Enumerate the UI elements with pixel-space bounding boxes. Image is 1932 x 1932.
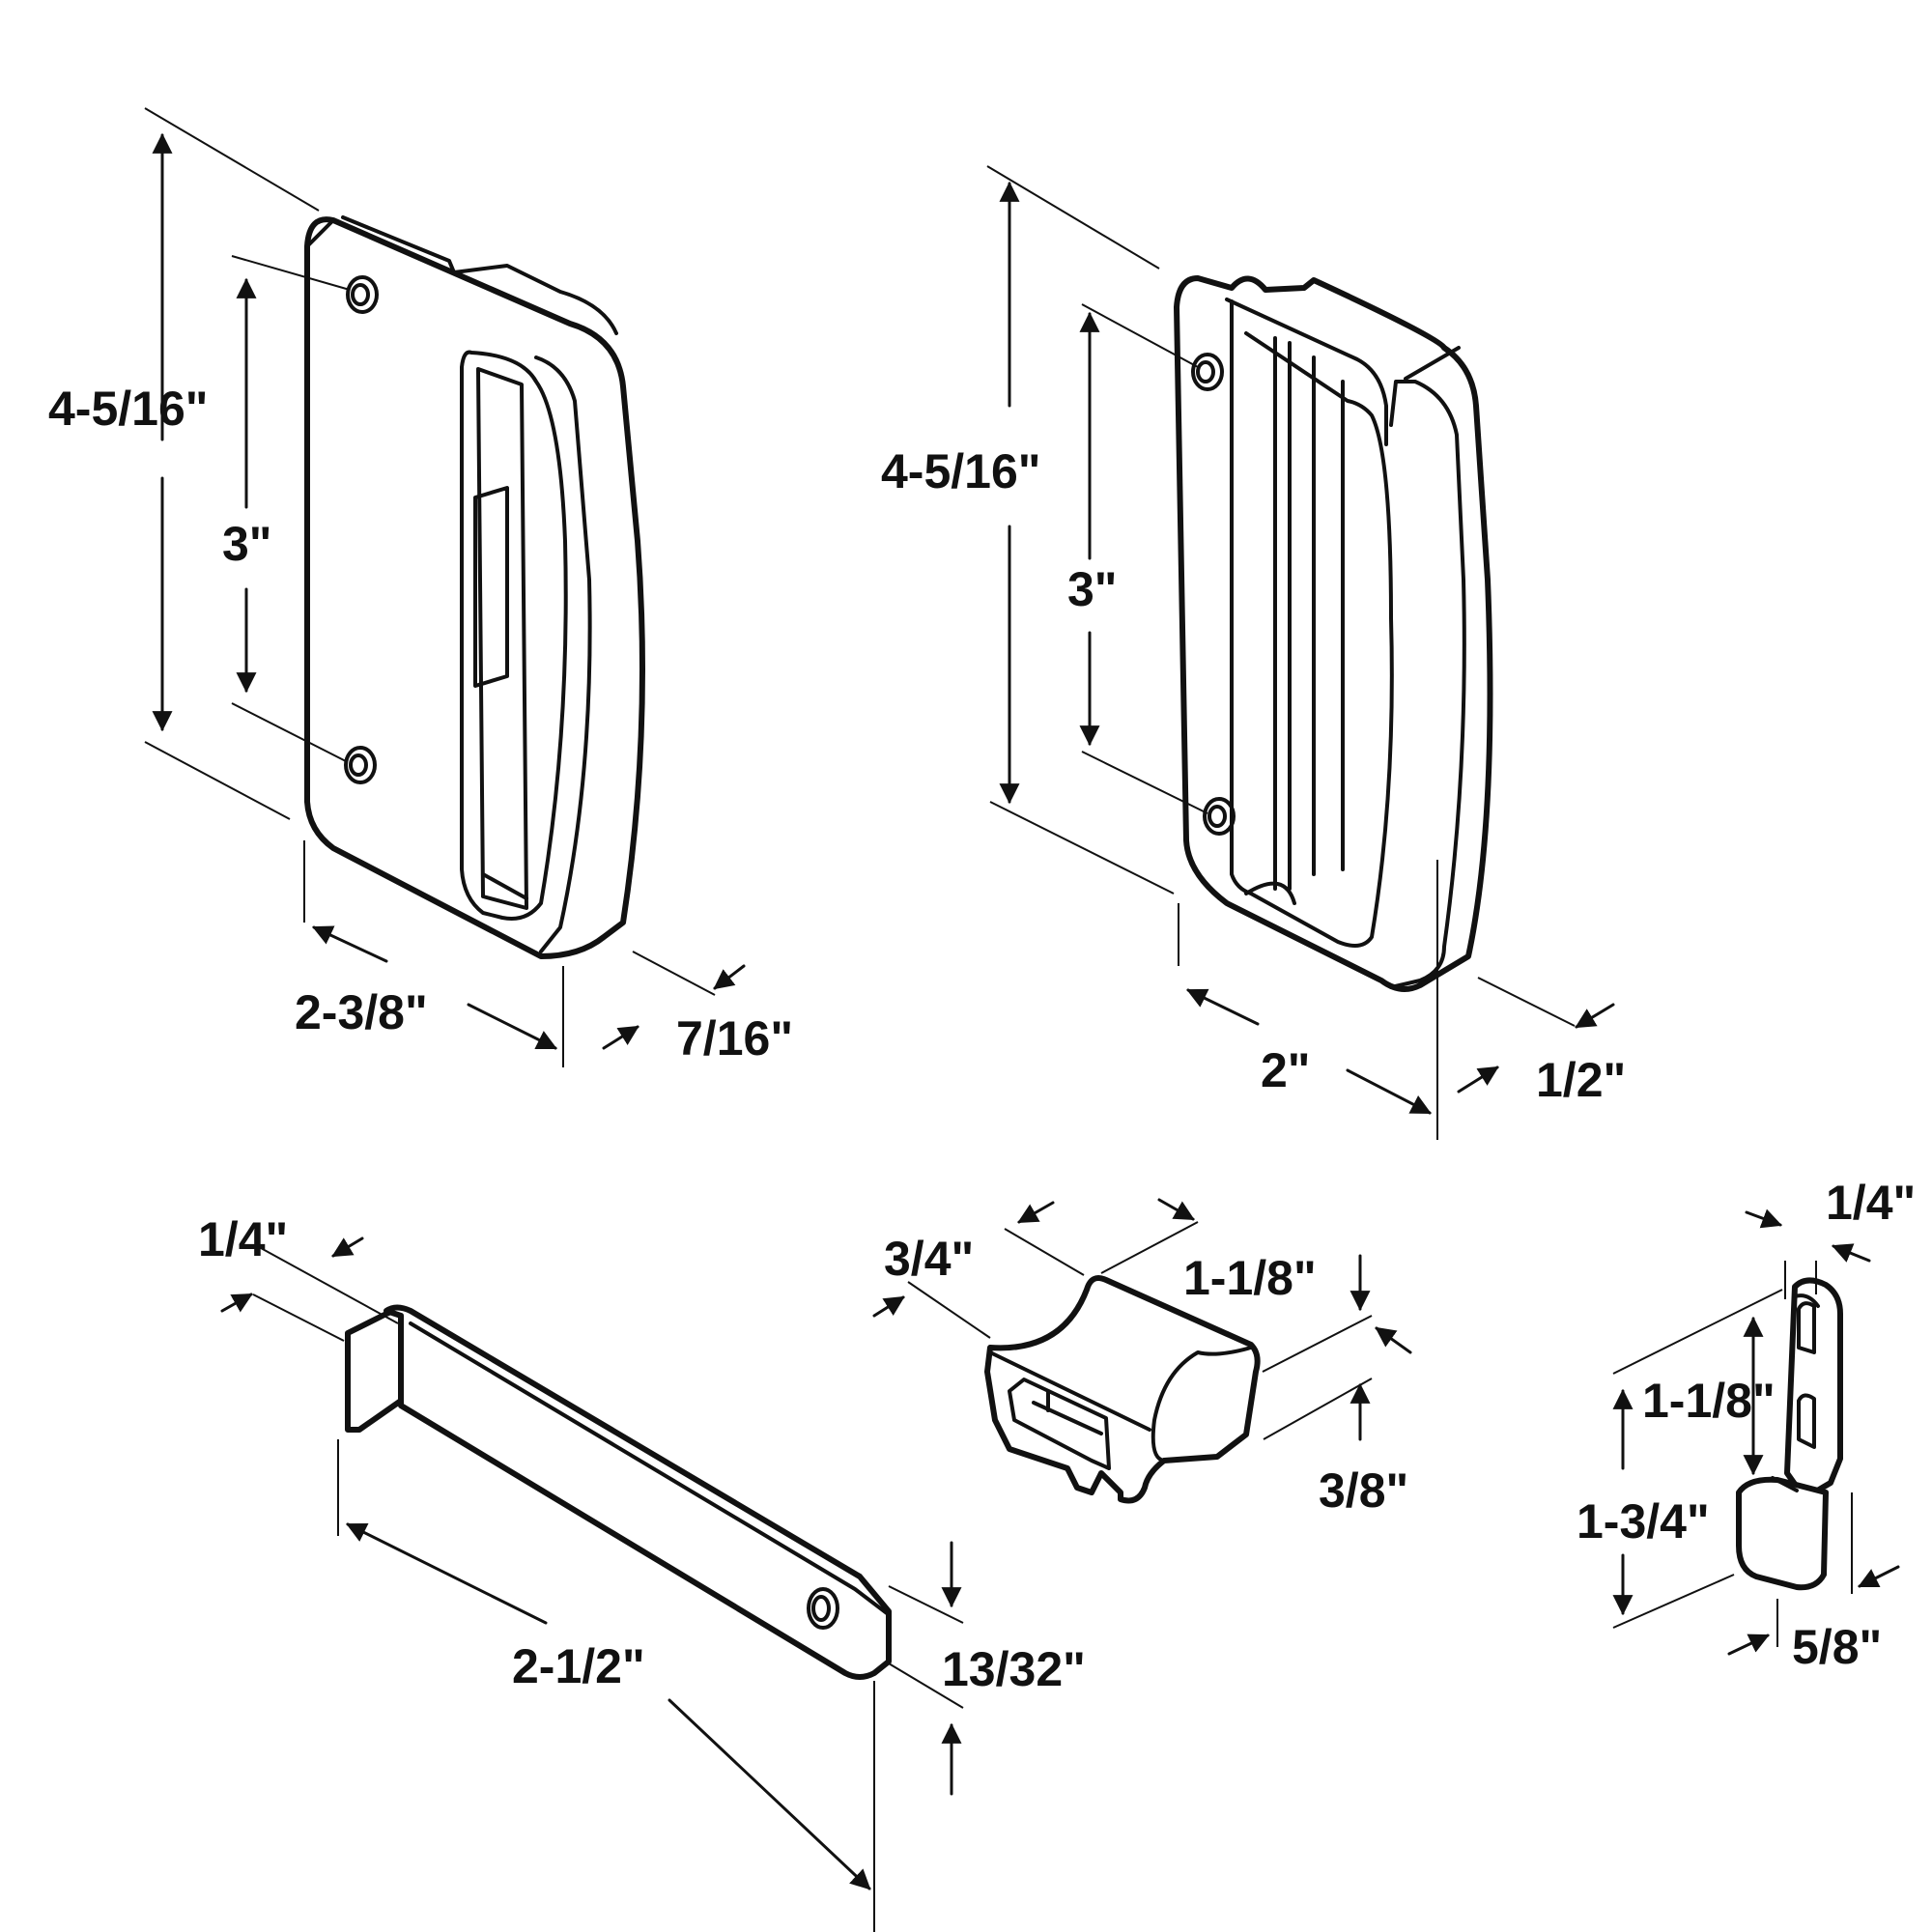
label-strike-depth: 5/8" — [1792, 1620, 1882, 1674]
label-handle-right-width: 2" — [1261, 1043, 1311, 1097]
label-handle-right-depth: 1/2" — [1536, 1053, 1626, 1107]
label-strike-height: 1-3/4" — [1577, 1494, 1710, 1548]
label-handle-right-height: 4-5/16" — [881, 444, 1040, 498]
strike — [1736, 1277, 1843, 1591]
label-keeper-thickness: 1/4" — [198, 1212, 288, 1266]
keeper-bar-dimensions — [220, 1236, 964, 1932]
handle-left — [304, 215, 645, 959]
strike-dimensions — [1612, 1208, 1900, 1656]
label-handle-left-hole-spacing: 3" — [222, 517, 272, 571]
label-keeper-length: 2-1/2" — [512, 1639, 645, 1693]
label-latch-length: 1-1/8" — [1183, 1251, 1317, 1305]
label-handle-left-depth: 7/16" — [676, 1011, 793, 1065]
dimension-labels: 4-5/16" 3" 2-3/8" 7/16" 4-5/16" 3" 2" 1/… — [48, 382, 1916, 1696]
keeper-bar — [345, 1304, 892, 1680]
handle-right-dimensions — [986, 165, 1615, 1140]
latch — [984, 1275, 1261, 1504]
label-handle-right-hole-spacing: 3" — [1067, 562, 1118, 616]
label-latch-width: 3/4" — [884, 1232, 974, 1286]
handle-left-dimensions — [144, 107, 746, 1067]
label-strike-slot-spacing: 1-1/8" — [1642, 1374, 1776, 1428]
handle-right — [1174, 275, 1493, 992]
latch-dimensions — [872, 1198, 1412, 1441]
label-handle-left-width: 2-3/8" — [295, 985, 428, 1039]
label-keeper-height: 13/32" — [942, 1642, 1086, 1696]
label-latch-height: 3/8" — [1319, 1463, 1408, 1518]
label-handle-left-height: 4-5/16" — [48, 382, 208, 436]
label-strike-thickness: 1/4" — [1826, 1176, 1916, 1230]
